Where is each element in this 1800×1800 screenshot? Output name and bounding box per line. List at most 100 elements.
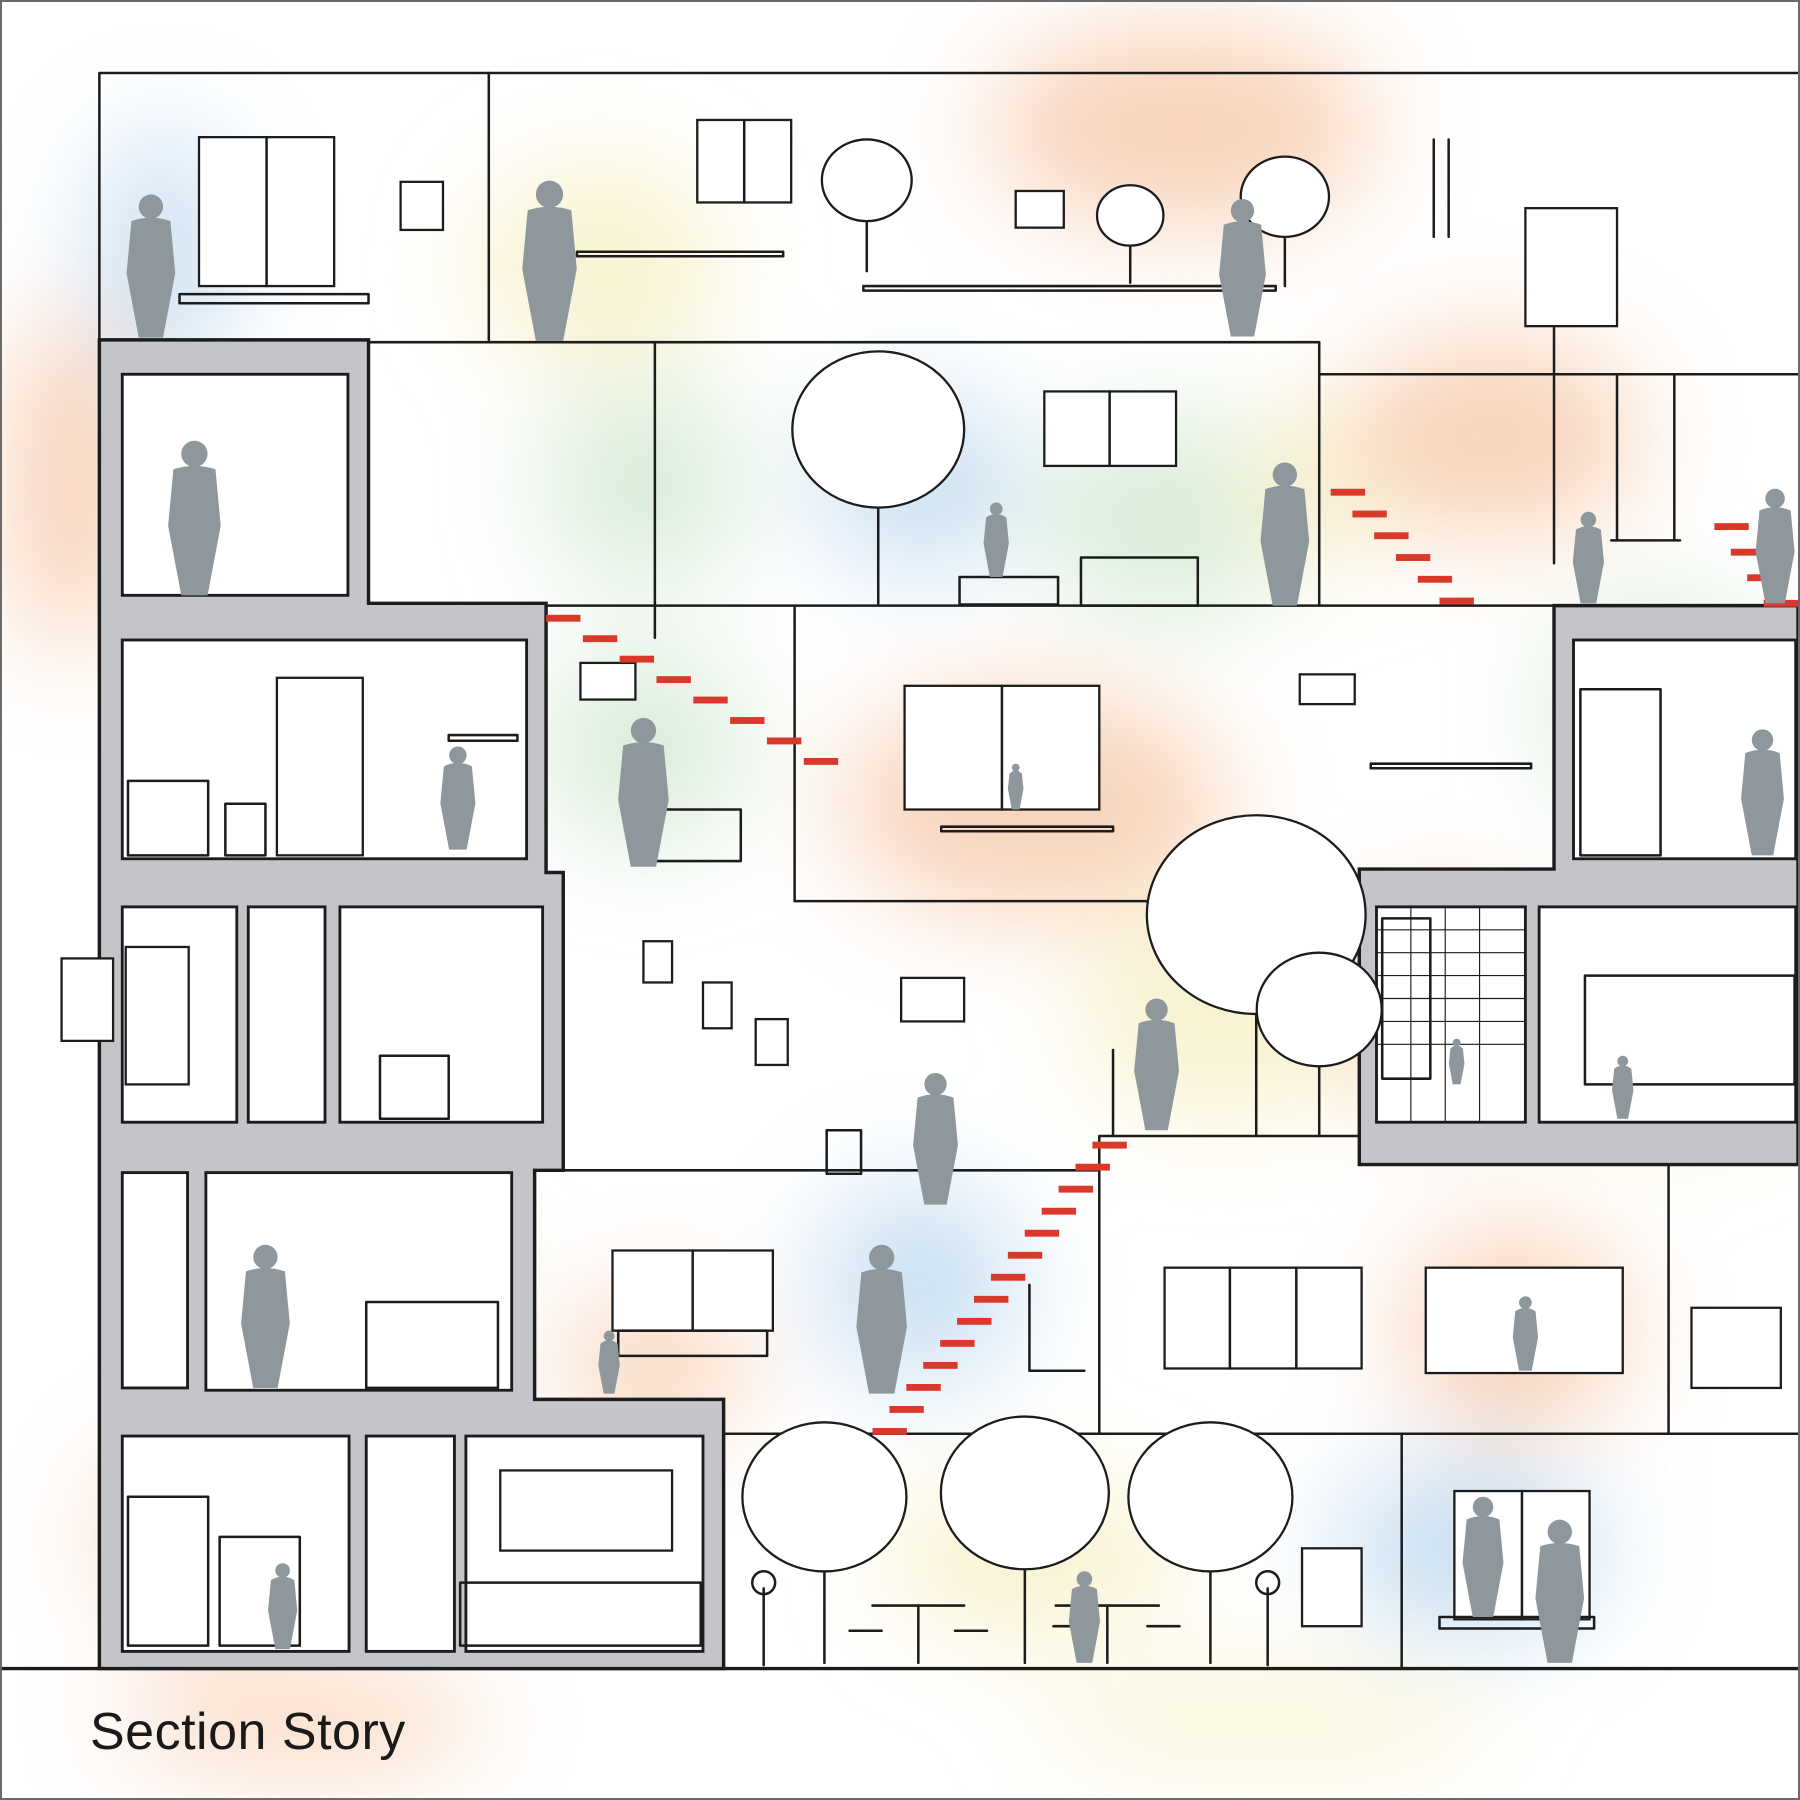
- person-head: [603, 1330, 615, 1342]
- person-silhouette: [241, 1244, 290, 1388]
- stair-step: [889, 1406, 924, 1413]
- person-silhouette: [1535, 1519, 1585, 1663]
- person-body: [913, 1094, 958, 1205]
- room-toilet: [120, 1171, 189, 1390]
- furniture: [126, 138, 1796, 1667]
- room-closet: [246, 905, 327, 1124]
- person-body: [1572, 526, 1604, 604]
- tree: [741, 1421, 908, 1665]
- stair-step: [582, 635, 618, 643]
- tree-canopy: [939, 1415, 1110, 1571]
- people-silhouettes: [126, 180, 1795, 1663]
- person-silhouette: [168, 440, 221, 596]
- person-head: [1547, 1519, 1572, 1545]
- stair-step: [957, 1317, 992, 1325]
- tree-canopy: [1095, 184, 1165, 247]
- tree: [1255, 951, 1383, 1138]
- person-silhouette: [1741, 729, 1784, 856]
- stair-step: [546, 614, 581, 622]
- person-body: [522, 206, 577, 342]
- stair-step: [619, 655, 655, 663]
- tree-canopy: [820, 138, 913, 223]
- person-head: [1617, 1055, 1629, 1067]
- person-head: [535, 180, 564, 208]
- person-silhouette: [1755, 488, 1795, 604]
- person-body: [1535, 1542, 1585, 1663]
- person-silhouette: [1068, 1571, 1100, 1663]
- person-silhouette: [1219, 199, 1266, 337]
- stair-step: [730, 717, 765, 724]
- person-head: [1145, 998, 1168, 1021]
- person-head: [449, 746, 467, 765]
- person-head: [989, 502, 1003, 516]
- stair-step: [693, 696, 728, 704]
- person-head: [138, 194, 164, 219]
- stair-step: [974, 1295, 1009, 1303]
- person-body: [1068, 1585, 1100, 1663]
- windows: [60, 118, 1782, 1628]
- person-head: [1472, 1496, 1494, 1518]
- person-head: [253, 1244, 278, 1270]
- stair-step: [1058, 1185, 1093, 1193]
- person-body: [440, 762, 476, 850]
- person-silhouette: [983, 502, 1009, 577]
- person-silhouette: [1612, 1055, 1634, 1119]
- person-silhouette: [1260, 462, 1310, 606]
- person-head: [1230, 199, 1255, 223]
- person-silhouette: [268, 1563, 298, 1650]
- person-body: [241, 1267, 290, 1388]
- person-silhouette: [1007, 763, 1024, 810]
- person-body: [856, 1268, 907, 1394]
- stair-step: [1330, 488, 1366, 496]
- person-silhouette: [1134, 998, 1179, 1131]
- stair-step: [1092, 1141, 1127, 1149]
- person-body: [1007, 770, 1024, 810]
- tree: [939, 1415, 1110, 1665]
- room-bath-right: [1375, 905, 1527, 1124]
- person-body: [126, 217, 176, 338]
- person-body: [168, 465, 221, 596]
- person-body: [598, 1340, 620, 1394]
- tree-canopy: [1255, 951, 1383, 1068]
- person-body: [1512, 1307, 1539, 1371]
- person-body: [983, 514, 1009, 577]
- person-head: [1580, 511, 1597, 528]
- room-bedroom-top: [120, 372, 350, 597]
- stair-step: [803, 757, 839, 765]
- tree: [1127, 1421, 1294, 1665]
- room-storage: [364, 1434, 456, 1653]
- person-body: [1219, 221, 1266, 337]
- person-body: [1448, 1045, 1465, 1085]
- person-head: [1519, 1296, 1532, 1309]
- person-body: [1134, 1019, 1179, 1131]
- tree-canopy: [791, 350, 966, 509]
- tree: [820, 138, 913, 273]
- person-silhouette: [856, 1244, 907, 1394]
- person-body: [1462, 1516, 1504, 1618]
- person-silhouette: [440, 746, 476, 850]
- person-body: [618, 742, 669, 867]
- person-silhouette: [598, 1330, 620, 1394]
- stair-step: [1075, 1163, 1110, 1171]
- stair-step: [1374, 532, 1409, 540]
- stair-step: [656, 676, 691, 684]
- person-head: [869, 1244, 895, 1271]
- person-body: [1741, 749, 1784, 856]
- person-body: [1612, 1065, 1634, 1119]
- room-kitchen-right: [1537, 905, 1798, 1124]
- person-head: [1765, 488, 1785, 509]
- tree: [791, 350, 966, 605]
- stair-step: [1439, 597, 1474, 605]
- stair-step: [1024, 1229, 1060, 1237]
- person-silhouette: [1512, 1296, 1539, 1371]
- stair-step: [1730, 548, 1766, 556]
- room-kitchen: [338, 905, 545, 1124]
- person-head: [181, 440, 208, 467]
- person-body: [1260, 485, 1310, 606]
- stair-step: [1041, 1207, 1077, 1215]
- room-library: [120, 1434, 351, 1653]
- trees: [741, 138, 1383, 1665]
- person-silhouette: [1462, 1496, 1504, 1618]
